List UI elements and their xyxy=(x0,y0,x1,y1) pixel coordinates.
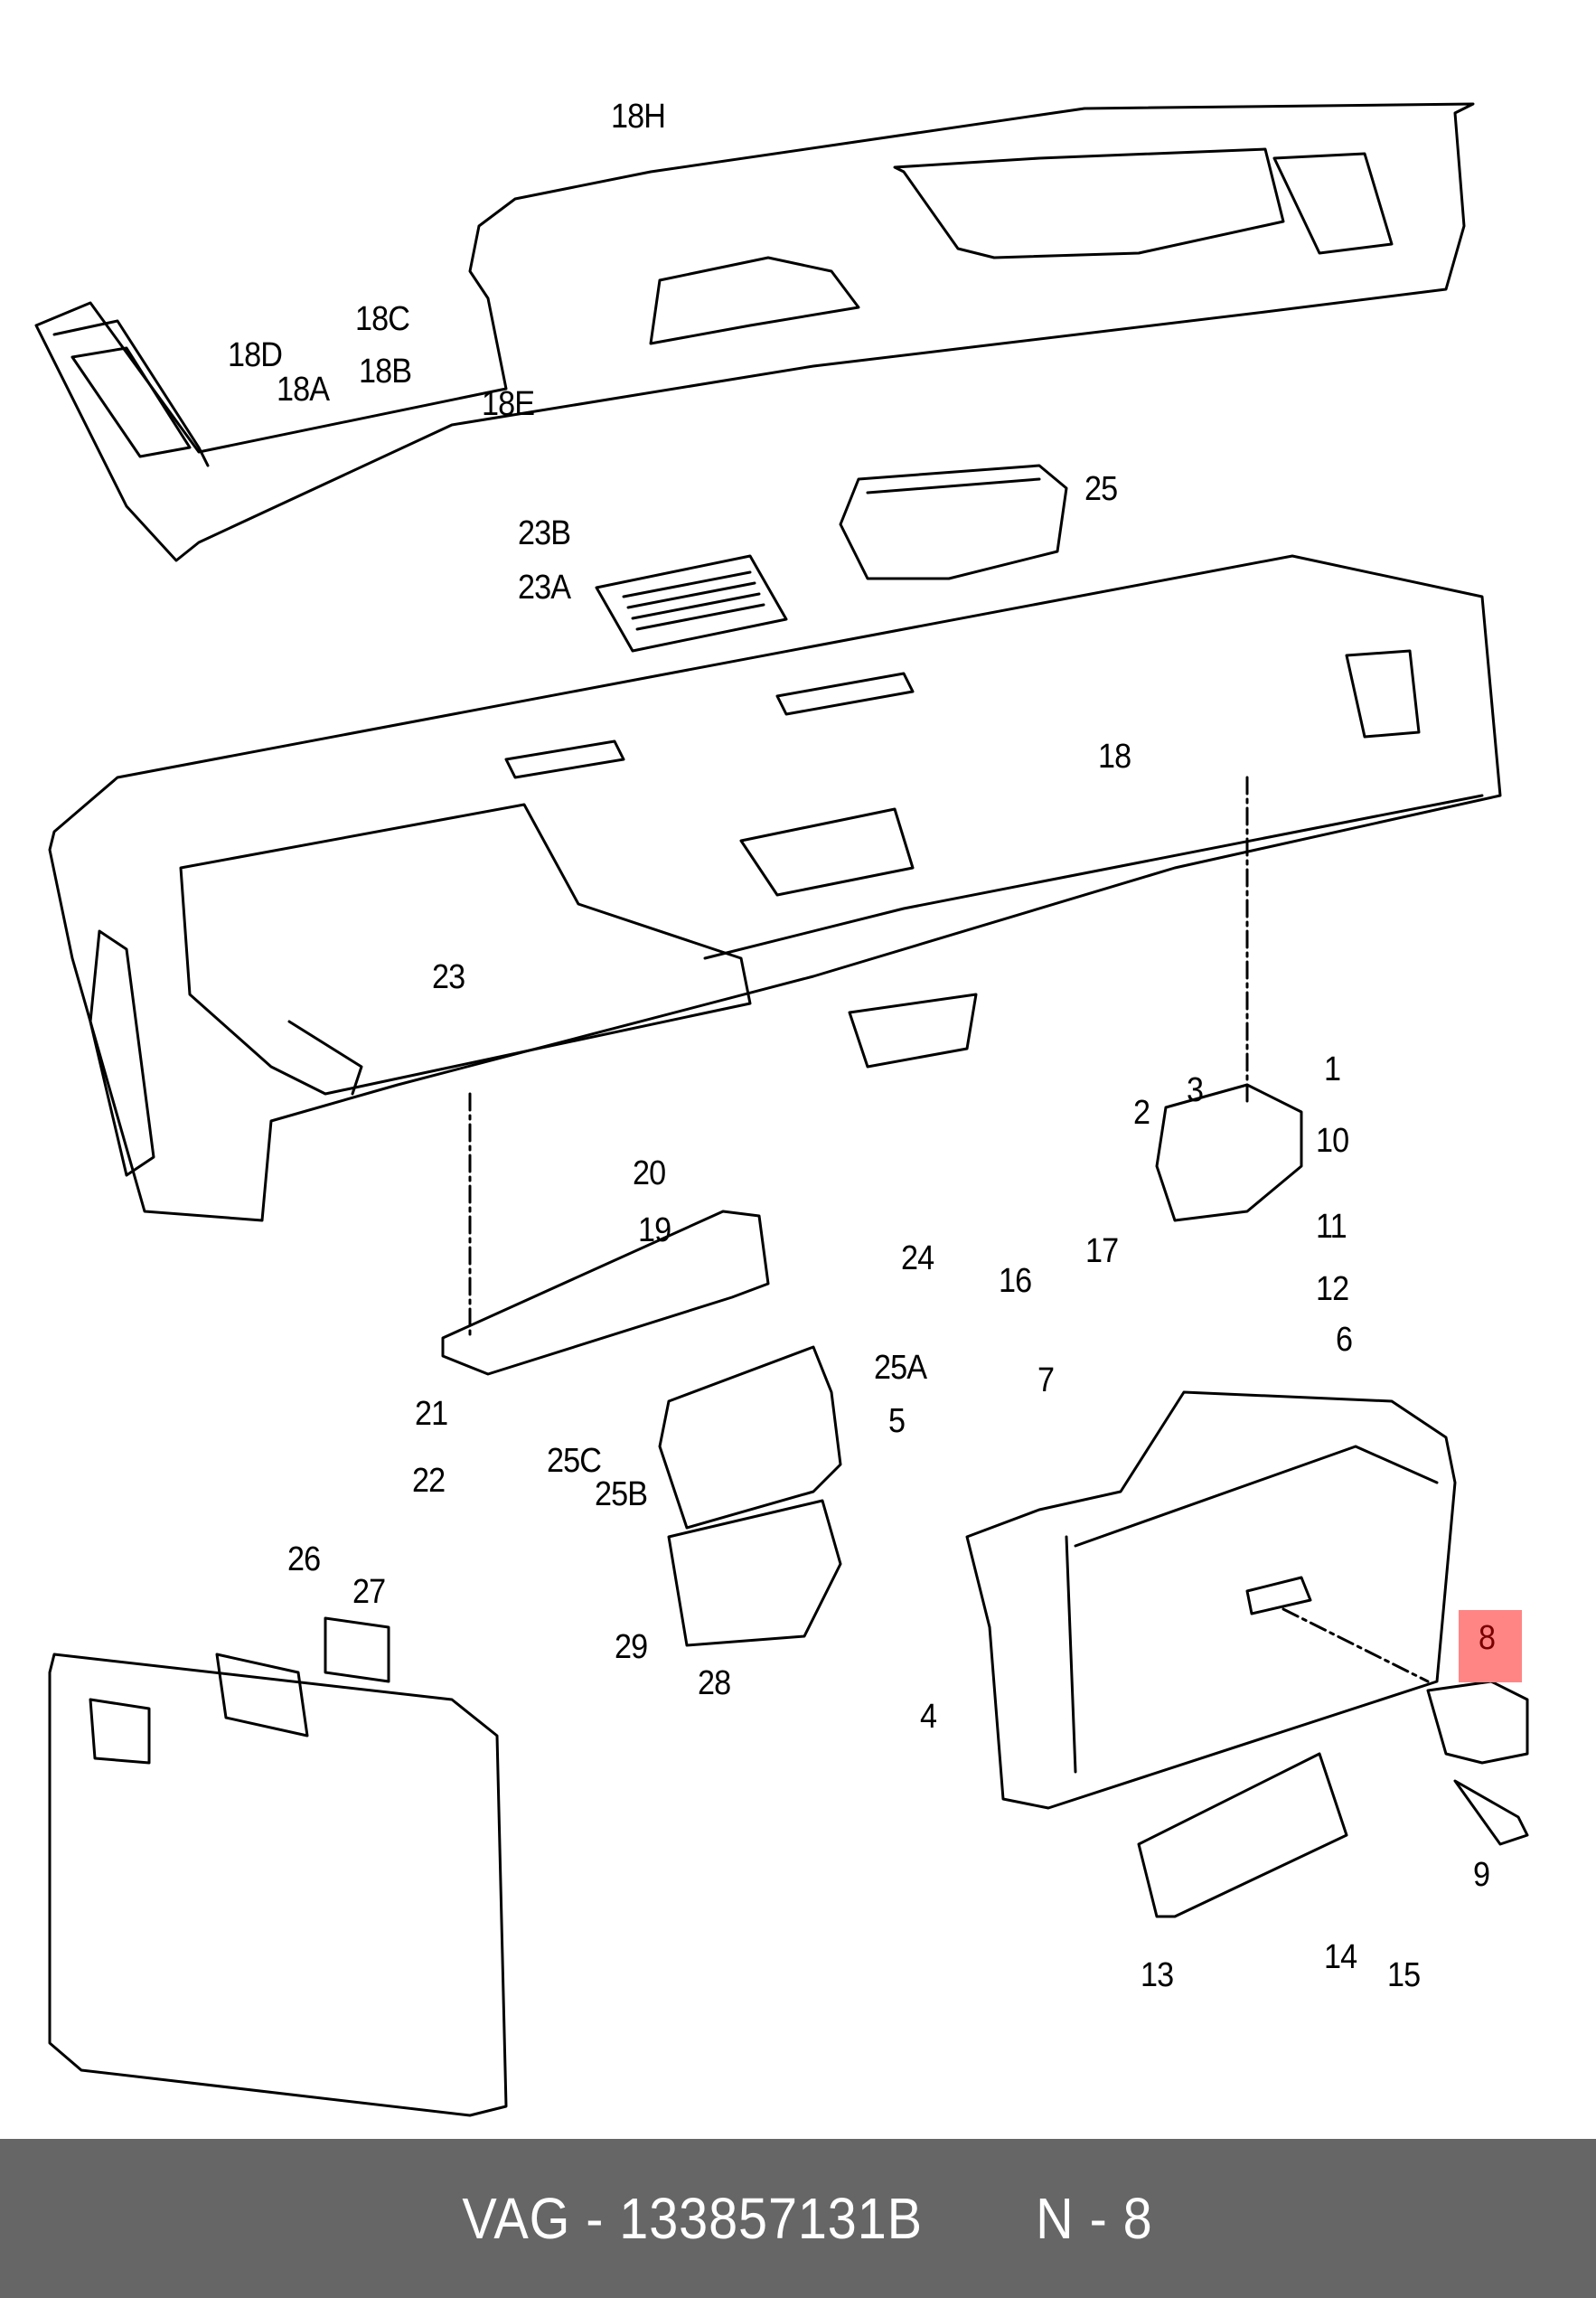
callout-23b: 23B xyxy=(518,514,571,552)
part-number-footer: VAG - 133857131B N - 8 xyxy=(0,2139,1596,2298)
callout-25: 25 xyxy=(1084,470,1118,508)
callout-4: 4 xyxy=(920,1698,937,1736)
callout-8: 8 xyxy=(1479,1619,1496,1657)
callout-18a: 18A xyxy=(277,371,330,409)
callout-11: 11 xyxy=(1316,1208,1347,1246)
callout-28: 28 xyxy=(698,1664,731,1702)
glovebox-lid xyxy=(48,1653,508,2117)
callout-1: 1 xyxy=(1324,1050,1341,1088)
callout-18c: 18C xyxy=(355,300,410,338)
callout-27: 27 xyxy=(352,1573,386,1611)
callout-12: 12 xyxy=(1316,1270,1349,1308)
bracket-13 xyxy=(1137,1752,1348,1918)
callout-7: 7 xyxy=(1037,1361,1055,1399)
exploded-parts-diagram xyxy=(34,102,1529,2117)
callout-16: 16 xyxy=(999,1262,1032,1300)
callout-18e: 18E xyxy=(482,385,535,423)
clip-26 xyxy=(215,1653,309,1738)
callout-25c: 25C xyxy=(547,1442,602,1480)
lock-8 xyxy=(1426,1680,1529,1765)
callout-18h: 18H xyxy=(611,98,666,136)
callout-17: 17 xyxy=(1085,1232,1119,1270)
bracket-10 xyxy=(1155,1083,1303,1222)
key-9 xyxy=(1453,1779,1529,1846)
callout-22: 22 xyxy=(412,1462,446,1500)
callout-10: 10 xyxy=(1316,1122,1349,1160)
callout-3: 3 xyxy=(1187,1071,1204,1109)
handle-19 xyxy=(441,1210,770,1376)
callout-14: 14 xyxy=(1324,1938,1357,1976)
callout-23a: 23A xyxy=(518,569,571,607)
callout-25b: 25B xyxy=(595,1475,648,1513)
callout-2: 2 xyxy=(1133,1094,1150,1132)
pocket-25 xyxy=(839,464,1068,580)
part-number: VAG - 133857131B xyxy=(462,2186,923,2251)
callout-24: 24 xyxy=(901,1239,934,1277)
callout-18d: 18D xyxy=(228,336,283,374)
dashboard-panel-18 xyxy=(48,554,1502,1222)
callout-13: 13 xyxy=(1141,1956,1174,1994)
grille-23a xyxy=(595,554,788,653)
callout-25a: 25A xyxy=(874,1349,927,1387)
callout-19: 19 xyxy=(638,1211,671,1249)
glovebox-4 xyxy=(965,1390,1457,1810)
cover-25a xyxy=(658,1345,842,1530)
callout-26: 26 xyxy=(287,1540,321,1578)
diagram-position: N - 8 xyxy=(1036,2186,1153,2251)
callout-18: 18 xyxy=(1098,738,1131,776)
callout-21: 21 xyxy=(415,1395,448,1433)
callout-15: 15 xyxy=(1387,1956,1421,1994)
callout-6: 6 xyxy=(1336,1321,1353,1359)
callout-29: 29 xyxy=(615,1628,648,1666)
callout-9: 9 xyxy=(1473,1856,1490,1894)
callout-5: 5 xyxy=(888,1402,906,1440)
clip-27 xyxy=(324,1616,390,1683)
callout-23: 23 xyxy=(432,958,465,996)
dashboard-top-cover-18h xyxy=(34,102,1475,562)
highlighted-part-box[interactable]: 8 xyxy=(1459,1610,1522,1682)
grille-28 xyxy=(667,1499,842,1647)
callout-18b: 18B xyxy=(359,353,412,391)
callout-20: 20 xyxy=(633,1154,666,1192)
